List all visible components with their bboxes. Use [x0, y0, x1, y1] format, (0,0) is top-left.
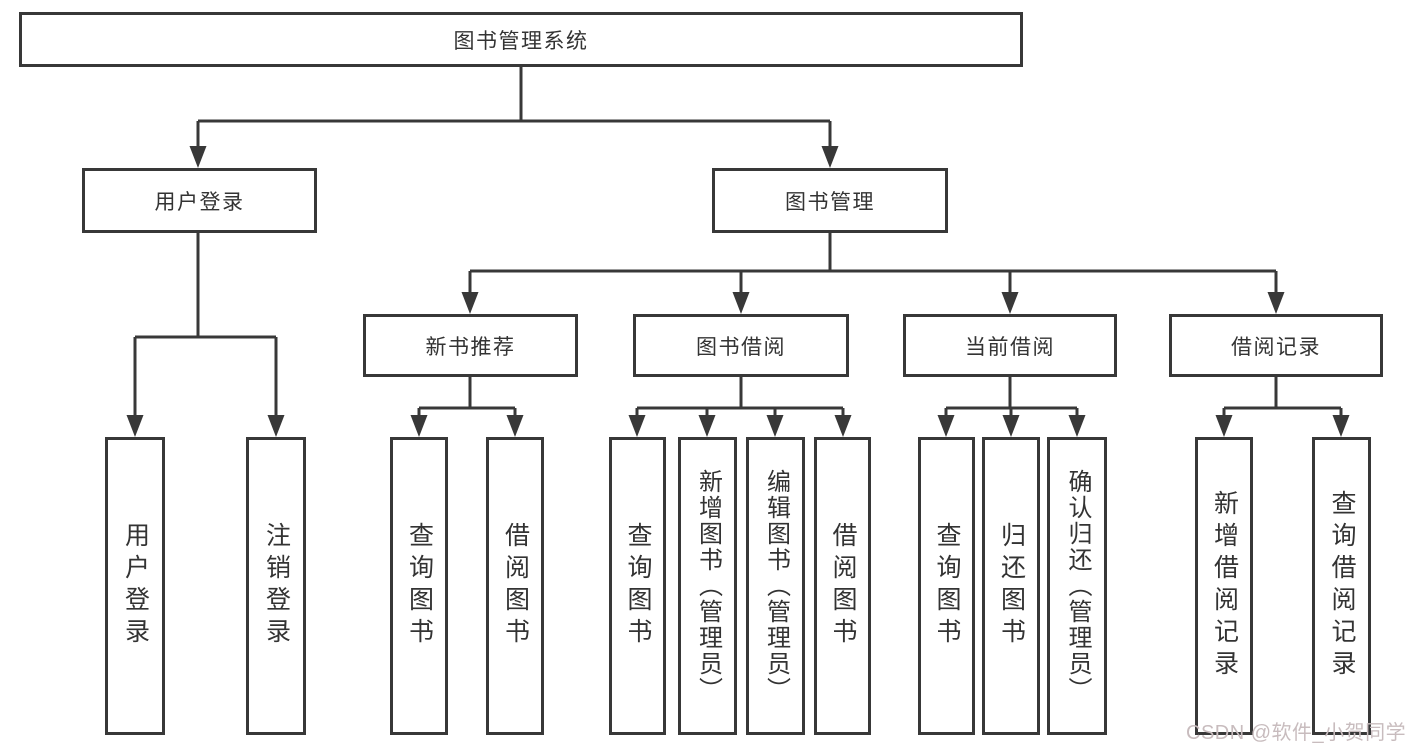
node-book-management: 图书管理: [712, 168, 948, 233]
leaf-current-query-books: 查询图书: [918, 437, 975, 735]
leaf-user-login: 用户登录: [105, 437, 165, 735]
leaf-records-query-record: 查询借阅记录: [1312, 437, 1371, 735]
leaf-borrowing-borrow-books: 借阅图书: [814, 437, 871, 735]
leaf-records-add-record: 新增借阅记录: [1195, 437, 1253, 735]
csdn-watermark: CSDN @软件_小贺同学: [1186, 722, 1405, 744]
leaf-newbook-query-books: 查询图书: [390, 437, 448, 735]
node-root: 图书管理系统: [19, 12, 1023, 67]
node-new-book-recommend: 新书推荐: [363, 314, 578, 377]
node-current-borrowing: 当前借阅: [903, 314, 1117, 377]
leaf-borrowing-add-books-admin: 新增图书（管理员）: [678, 437, 737, 735]
node-borrowing-records: 借阅记录: [1169, 314, 1383, 377]
leaf-logout: 注销登录: [246, 437, 306, 735]
leaf-newbook-borrow-books: 借阅图书: [486, 437, 544, 735]
leaf-current-confirm-return-admin: 确认归还（管理员）: [1047, 437, 1107, 735]
node-book-borrowing: 图书借阅: [633, 314, 849, 377]
leaf-borrowing-query-books: 查询图书: [609, 437, 666, 735]
leaf-borrowing-edit-books-admin: 编辑图书（管理员）: [746, 437, 805, 735]
leaf-current-return-books: 归还图书: [982, 437, 1040, 735]
node-user-login: 用户登录: [82, 168, 317, 233]
